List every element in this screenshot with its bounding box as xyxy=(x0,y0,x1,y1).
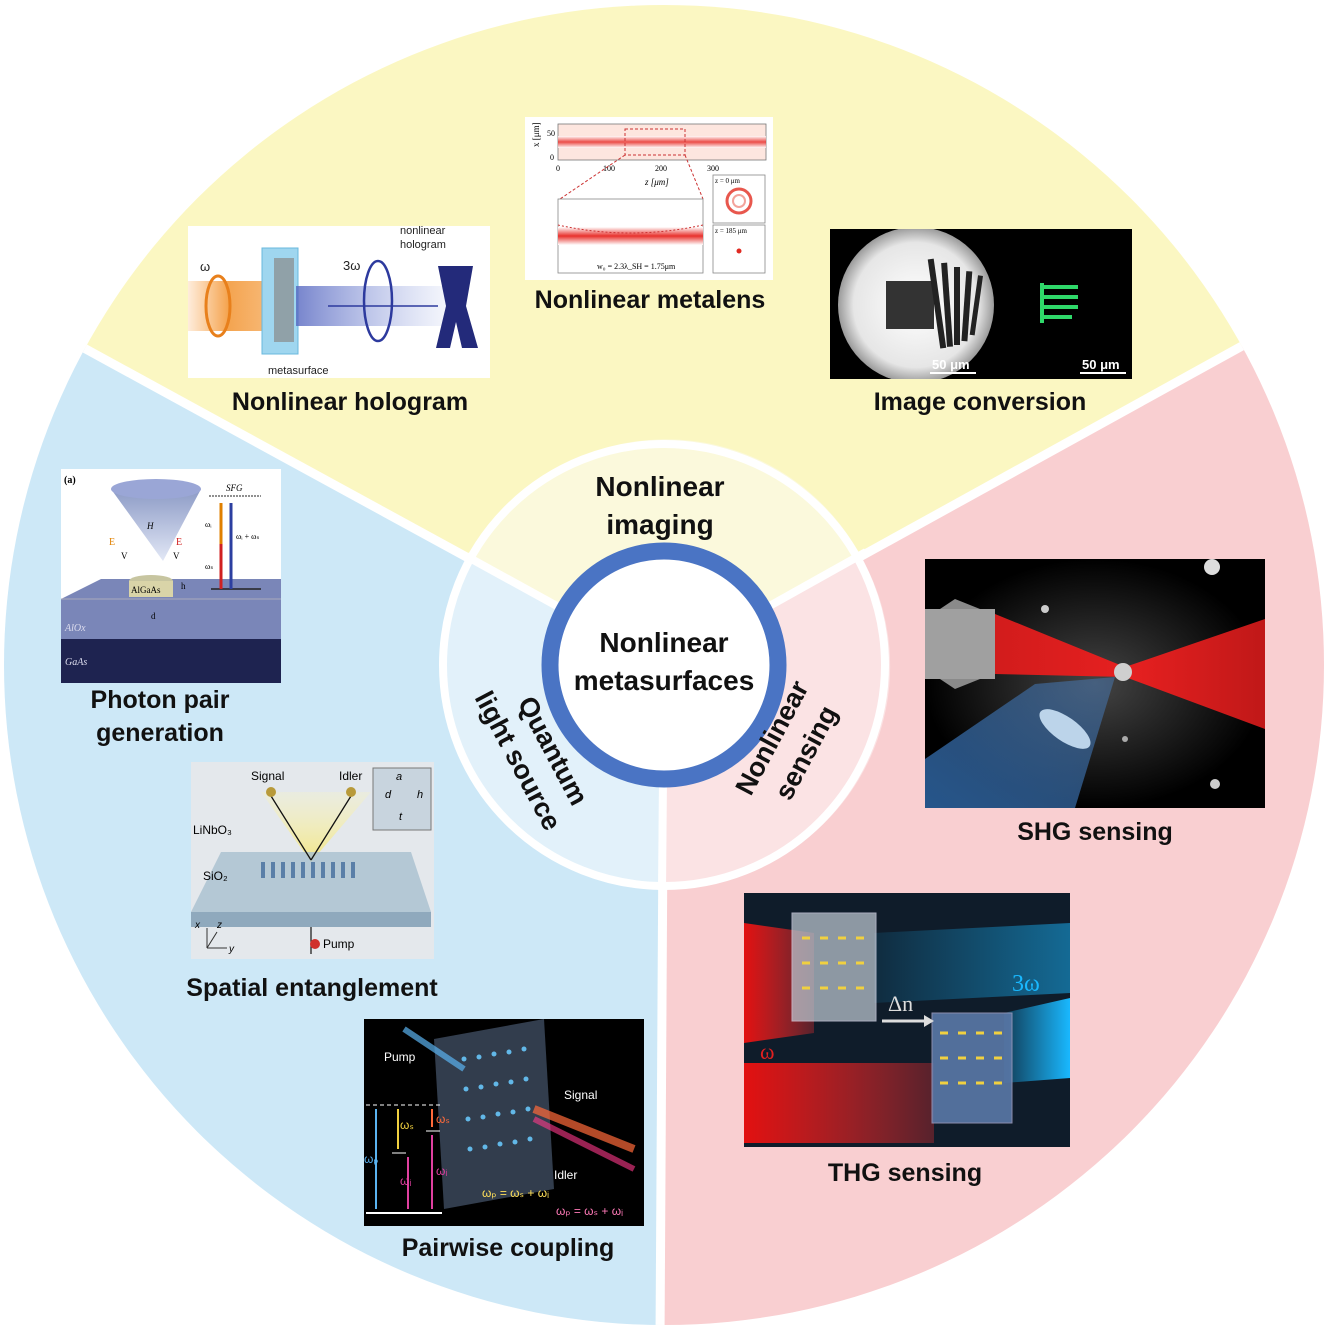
photon-caption-line1: Photon pair xyxy=(90,686,230,714)
spatial-sio2: SiO₂ xyxy=(203,869,228,883)
scale-right: 50 μm xyxy=(1082,357,1120,372)
spatial-pump: Pump xyxy=(323,937,355,951)
shg-panel xyxy=(925,559,1265,808)
thg-delta-n: Δn xyxy=(888,991,913,1016)
spatial-signal: Signal xyxy=(251,769,284,783)
pairwise-wp: ωₚ xyxy=(364,1152,379,1166)
metalens-xlabel: z [μm] xyxy=(644,177,669,187)
photon-label-ws: ωₛ xyxy=(205,562,213,571)
thg-3omega: 3ω xyxy=(1012,971,1040,997)
photon-label-h: h xyxy=(181,581,186,591)
spatial-axis-z: z xyxy=(216,920,222,931)
thg-caption: THG sensing xyxy=(827,1159,983,1187)
hologram-3omega: 3ω xyxy=(343,258,360,273)
pairwise-idler: Idler xyxy=(554,1168,577,1182)
image-conversion-caption: Image conversion xyxy=(873,388,1087,416)
pairwise-panel: Pump Signal Idler ωₚ ωₛ ωᵢ ωₛ ωᵢ ωₚ = ωₛ… xyxy=(364,1019,644,1226)
photon-tag: (a) xyxy=(64,475,76,486)
spatial-idler: Idler xyxy=(339,769,362,783)
center-ring xyxy=(541,542,787,788)
pairwise-ws-left: ωₛ xyxy=(400,1118,414,1132)
metalens-waist: w₀ = 2.3λ_SH = 1.75μm xyxy=(597,262,676,271)
photon-label-E-right: E xyxy=(176,537,182,548)
spatial-panel: Signal Idler a d h t LiNbO₃ SiO₂ Pump x … xyxy=(191,762,434,959)
metalens-ytick-0: 0 xyxy=(550,153,554,162)
center-disk xyxy=(544,545,784,785)
image-conversion-panel: 50 μm 50 μm xyxy=(830,229,1132,379)
shg-caption: SHG sensing xyxy=(1017,818,1173,846)
metalens-caption: Nonlinear metalens xyxy=(534,286,766,314)
center-title-line2: metasurfaces xyxy=(573,664,755,696)
photon-material1: AlGaAs xyxy=(131,585,161,595)
center-title: Nonlinear metasurfaces xyxy=(564,624,764,700)
hologram-panel: ω 3ω nonlinear hologram metasurface xyxy=(188,226,490,378)
spatial-inset-t: t xyxy=(399,811,403,823)
hologram-label-1: nonlinear xyxy=(400,226,446,237)
spatial-inset-a: a xyxy=(396,771,402,783)
pairwise-ws-right: ωₛ xyxy=(436,1112,450,1126)
photon-material2: AlOx xyxy=(64,623,86,634)
photon-material3: GaAs xyxy=(65,657,87,668)
imaging-label-line1: Nonlinear xyxy=(595,471,725,502)
spatial-axis-y: y xyxy=(228,944,235,955)
metalens-inset-bottom: z = 185 μm xyxy=(715,227,748,235)
photon-caption-line2: generation xyxy=(96,718,224,747)
photon-pair-caption: Photon pair generation xyxy=(40,684,280,749)
photon-label-E-left: E xyxy=(109,537,115,548)
hologram-caption: Nonlinear hologram xyxy=(231,388,469,416)
thg-omega: ω xyxy=(760,1039,774,1064)
photon-pair-panel: (a) H E E V V AlGaAs AlOx GaAs h d SFG ω… xyxy=(61,469,281,683)
pairwise-eq2: ωₚ = ωₛ + ωᵢ xyxy=(556,1204,623,1218)
pairwise-signal: Signal xyxy=(564,1088,597,1102)
photon-label-V-left: V xyxy=(121,551,128,561)
photon-label-sum: ωᵢ + ωₛ xyxy=(236,532,259,541)
center-title-line1: Nonlinear xyxy=(599,627,729,658)
spatial-linbo3: LiNbO₃ xyxy=(193,823,232,837)
spatial-caption: Spatial entanglement xyxy=(186,974,438,1002)
metalens-ytick-50: 50 xyxy=(547,129,555,138)
metalens-ylabel: x [μm] xyxy=(531,122,541,147)
photon-label-d: d xyxy=(151,611,156,621)
pairwise-caption: Pairwise coupling xyxy=(401,1234,615,1262)
metalens-xtick-300: 300 xyxy=(707,164,719,173)
metalens-xtick-200: 200 xyxy=(655,164,667,173)
photon-sfg: SFG xyxy=(226,483,243,493)
photon-label-V-right: V xyxy=(173,551,180,561)
scale-left: 50 μm xyxy=(932,357,970,372)
metasurface-label: metasurface xyxy=(268,365,329,377)
hologram-label-2: hologram xyxy=(400,239,446,251)
metalens-xtick-0: 0 xyxy=(556,164,560,173)
imaging-sector-label: Nonlinear imaging xyxy=(560,468,760,544)
metalens-inset-top: z = 0 μm xyxy=(715,177,741,185)
hologram-omega: ω xyxy=(200,259,210,274)
pairwise-eq1: ωₚ = ωₛ + ωᵢ xyxy=(482,1186,549,1200)
imaging-label-line2: imaging xyxy=(606,508,714,540)
photon-label-wi: ωᵢ xyxy=(205,520,212,529)
thg-panel: Δn ω 3ω xyxy=(744,893,1070,1147)
pairwise-wi-left: ωᵢ xyxy=(400,1174,411,1188)
spatial-inset-d: d xyxy=(385,789,392,801)
spatial-axis-x: x xyxy=(194,920,201,931)
spatial-inset-h: h xyxy=(417,789,423,801)
metalens-panel: x [μm] 50 0 0 100 200 300 z [μm] w₀ = 2.… xyxy=(525,117,773,280)
photon-label-H: H xyxy=(146,521,154,531)
pairwise-wi-right: ωᵢ xyxy=(436,1164,447,1178)
pairwise-pump: Pump xyxy=(384,1050,416,1064)
metalens-xtick-100: 100 xyxy=(603,164,615,173)
